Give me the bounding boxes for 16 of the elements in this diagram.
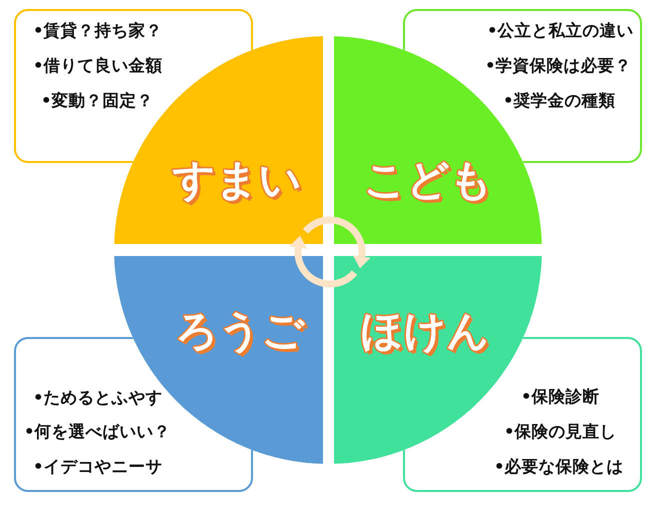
list-item: •保険の見直し (504, 421, 617, 443)
list-item: •イデコやニーサ (33, 456, 163, 478)
quadrant-label: すまい (172, 158, 302, 202)
list-item: •学資保険は必要？ (485, 55, 632, 77)
quadrant-label: ほけん (360, 309, 490, 353)
list-item: •ためるとふやす (33, 387, 163, 409)
quadrant-label: こども (364, 158, 492, 202)
list-item: •借りて良い金額 (33, 55, 163, 77)
list-item: •公立と私立の違い (487, 20, 634, 42)
list-item: •何を選べばいい？ (24, 421, 171, 443)
list-item: •奨学金の種類 (503, 90, 616, 112)
quadrant-label: ろうご (176, 309, 304, 353)
list-item: •必要な保険とは (494, 456, 624, 478)
list-item: •賃貸？持ち家？ (33, 20, 163, 42)
list-item: •変動？固定？ (41, 90, 154, 112)
list-item: •保険診断 (521, 386, 600, 408)
